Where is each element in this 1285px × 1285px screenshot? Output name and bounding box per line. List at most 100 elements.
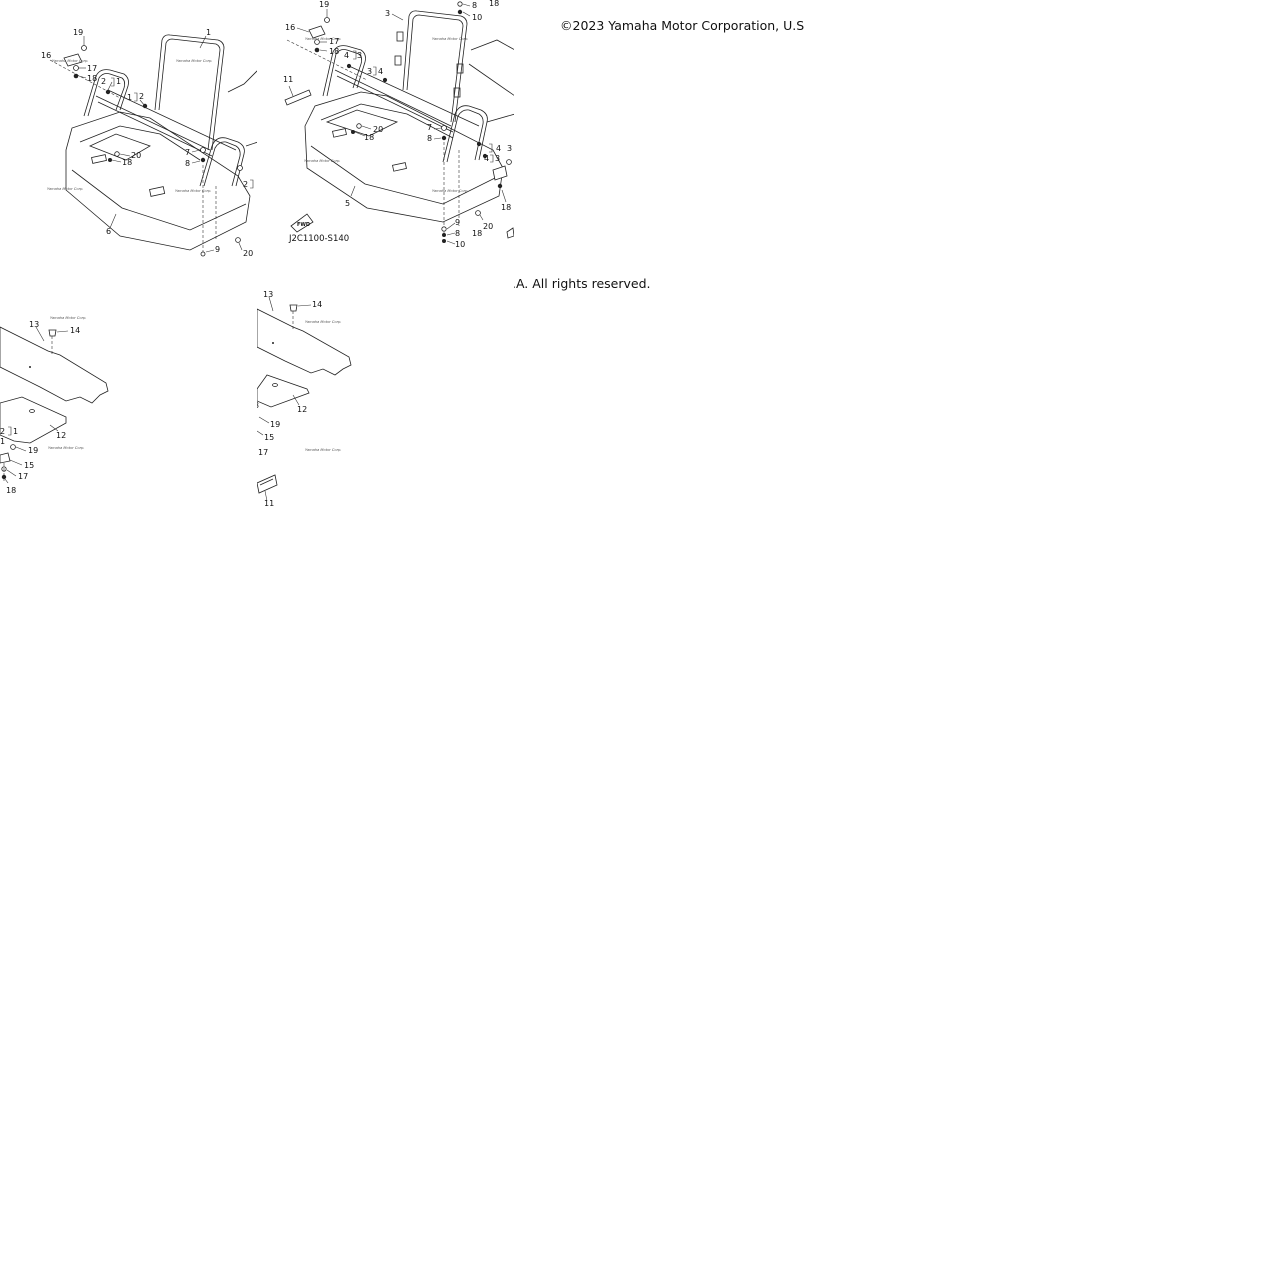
panel-top-r [470, 39, 514, 51]
leader-b12 [49, 424, 59, 432]
callout-r3c: 3 [507, 144, 512, 153]
callout-20: 20 [131, 151, 141, 160]
watermark-3: Yamaha Motor Corp. [175, 189, 212, 193]
cross-bar-r3 [348, 65, 480, 127]
bolt-19 [81, 45, 87, 51]
watermark-r1: Yamaha Motor Corp. [432, 37, 469, 41]
part-11-bar [284, 89, 312, 106]
callout-8: 8 [185, 159, 190, 168]
grommet-4b [382, 77, 388, 83]
cross-bar-1 [95, 95, 211, 151]
group-bracket-2 [134, 92, 138, 102]
leader-r11 [288, 85, 294, 97]
callout-7: 7 [185, 148, 190, 157]
copyright-top: ©2023 Yamaha Motor Corporation, U.S [560, 18, 805, 33]
leader-r5 [350, 185, 356, 197]
badge-11-stripe [259, 478, 274, 486]
callout-18: 18 [87, 74, 97, 83]
nut-10-r [442, 239, 446, 243]
side-frame-left-r [322, 45, 366, 97]
callout-r3: 3 [385, 9, 390, 18]
bolt-20b [235, 237, 241, 243]
backrest-frame-outer [154, 34, 225, 151]
washer-17 [73, 65, 79, 71]
callout-r8b: 8 [455, 229, 460, 238]
watermark-b1: Yamaha Motor Corp. [50, 316, 87, 320]
backrest-clip-1 [396, 31, 404, 42]
seat-base-recess [88, 133, 151, 161]
watermark-4: Yamaha Motor Corp. [47, 187, 84, 191]
leader-r8b [446, 232, 456, 236]
panel-line-r2 [486, 113, 514, 123]
leader-2 [107, 81, 113, 91]
nut-8-r [441, 135, 447, 141]
leader-r10t [462, 11, 471, 17]
leader-8 [191, 160, 201, 164]
bolt-20b-r [475, 210, 481, 216]
fwd-badge-text: FWD [297, 222, 310, 228]
badge-11-shape [257, 474, 278, 494]
leader-7 [191, 149, 201, 153]
bolt-19-r [324, 17, 330, 23]
panel-13-hole-r [272, 342, 274, 344]
grommet-2 [105, 89, 111, 95]
callout-r4d: 4 [484, 154, 489, 163]
callout-6: 6 [106, 227, 111, 236]
callout-r18t: 18 [489, 0, 499, 8]
panel-drawing-right: Yamaha Motor Corp. Yamaha Motor Corp. 13… [257, 290, 352, 508]
leader-d11 [264, 490, 268, 502]
bolt-9 [200, 251, 206, 257]
backrest-frame-inner [158, 38, 221, 151]
panel-line-r [468, 63, 514, 96]
callout-r3b: 3 [367, 67, 372, 76]
nut-18b [108, 158, 112, 162]
backrest-inner-r [406, 14, 464, 123]
watermark-b2: Yamaha Motor Corp. [48, 446, 85, 450]
callout-d15: 15 [264, 433, 274, 442]
callout-2c: 2 [243, 180, 248, 189]
diagram-code: J2C1100-S140 [288, 234, 349, 244]
callout-1b: 1 [116, 77, 121, 86]
panel-12-shape-r [257, 374, 310, 408]
callout-b15: 15 [24, 461, 34, 470]
panel-edge [227, 70, 257, 93]
group-bracket-1 [111, 77, 115, 87]
panel-edge-2 [245, 141, 257, 147]
leader-r18c [501, 189, 507, 203]
seat-base-slot-2 [91, 154, 107, 164]
callout-r9: 9 [455, 218, 460, 227]
nut-8 [200, 157, 206, 163]
leader-9 [205, 249, 215, 253]
bolt-7-r [441, 125, 447, 131]
bolt-r3 [506, 159, 512, 165]
nut-18b-r [351, 130, 355, 134]
seat-frame-drawing-right: FWD J2C1100-S140 Yamaha Motor Corp. Yama… [283, 0, 514, 249]
bolt-14-r [289, 304, 298, 312]
panel-drawing-left: Yamaha Motor Corp. Yamaha Motor Corp. 13… [0, 316, 109, 495]
callout-17: 17 [87, 64, 97, 73]
callout-r10t: 10 [472, 13, 482, 22]
side-frame-right-r [442, 105, 488, 163]
callout-r19: 19 [319, 0, 329, 9]
callout-r16: 16 [285, 23, 295, 32]
callout-b14: 14 [70, 326, 80, 335]
callout-d12: 12 [297, 405, 307, 414]
leader-d12 [292, 394, 300, 406]
bolt-7 [200, 147, 206, 153]
group-bracket-r2 [373, 66, 377, 76]
callout-r17: 17 [329, 37, 339, 46]
callout-d14: 14 [312, 300, 322, 309]
side-frame-right-inner-r [446, 109, 484, 163]
callout-r8: 8 [427, 134, 432, 143]
bracket-15-b [0, 452, 11, 464]
leader-r8 [433, 137, 442, 140]
leader-b13 [35, 326, 45, 342]
leader-r20 [361, 125, 372, 130]
panel-12-shape [0, 396, 67, 444]
seat-frame-drawing-left: Yamaha Motor Corp. Yamaha Motor Corp. Ya… [41, 28, 257, 257]
leader-r18 [319, 49, 328, 52]
leader-1 [199, 35, 207, 49]
leader-d14 [297, 304, 312, 307]
copyright-bottom: .A. All rights reserved. [512, 276, 651, 291]
watermark-1: Yamaha Motor Corp. [176, 59, 213, 63]
